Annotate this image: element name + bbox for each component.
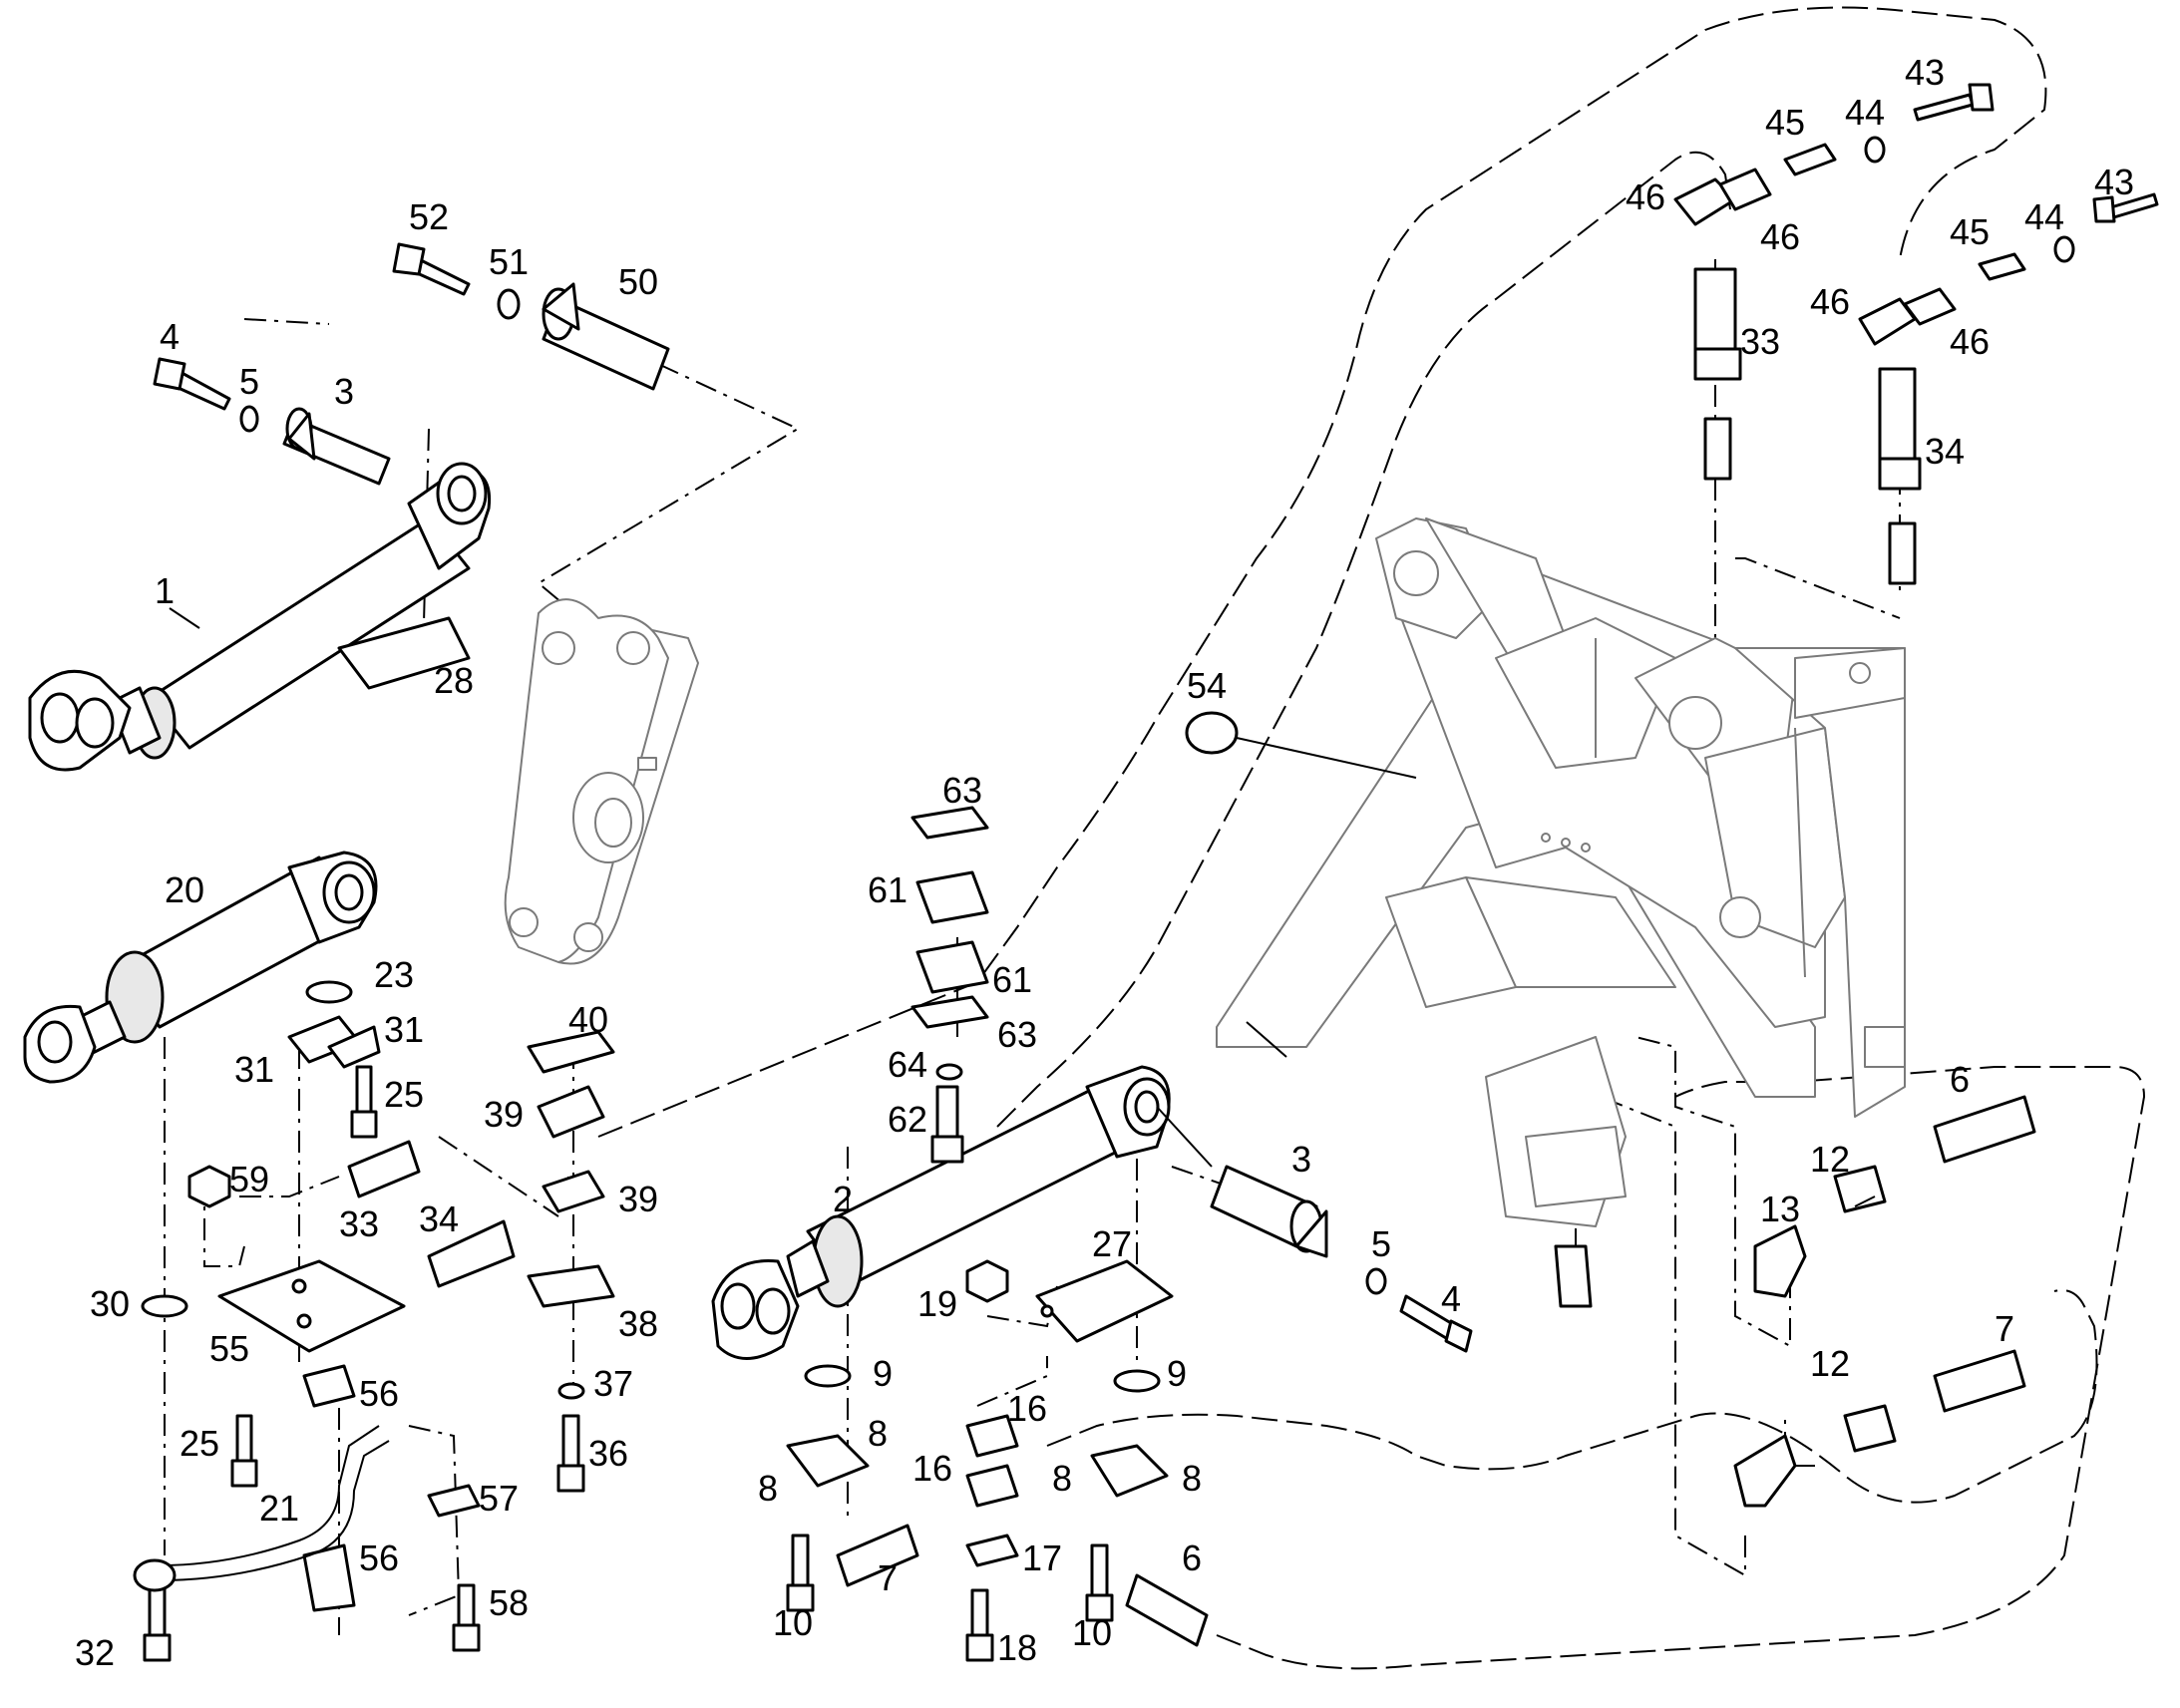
callout-4: 4 bbox=[1441, 1278, 1461, 1319]
hydraulic-cylinder-20 bbox=[23, 851, 378, 1084]
callout-36: 36 bbox=[588, 1433, 628, 1474]
callout-40: 40 bbox=[568, 999, 608, 1040]
callout-25: 25 bbox=[180, 1423, 219, 1464]
callout-17: 17 bbox=[1022, 1537, 1062, 1578]
callout-39: 39 bbox=[618, 1179, 658, 1219]
callout-23: 23 bbox=[374, 954, 414, 995]
callout-38: 38 bbox=[618, 1303, 658, 1344]
hydraulic-cylinder-1 bbox=[28, 462, 492, 772]
callout-43: 43 bbox=[2094, 162, 2134, 202]
callout-52: 52 bbox=[409, 196, 449, 237]
callout-16: 16 bbox=[1007, 1388, 1047, 1429]
callout-9: 9 bbox=[873, 1353, 893, 1394]
callout-63: 63 bbox=[997, 1014, 1037, 1055]
callout-50: 50 bbox=[618, 261, 658, 302]
callout-21: 21 bbox=[259, 1488, 299, 1529]
lift-arm-link bbox=[504, 598, 699, 965]
leader-lines bbox=[169, 607, 1876, 1207]
callout-9: 9 bbox=[1167, 1353, 1187, 1394]
callout-7: 7 bbox=[1995, 1308, 2014, 1349]
callout-10: 10 bbox=[773, 1602, 813, 1643]
callout-46: 46 bbox=[1810, 281, 1850, 322]
callout-44: 44 bbox=[2024, 196, 2064, 237]
callout-5: 5 bbox=[239, 361, 259, 402]
callout-4: 4 bbox=[160, 316, 180, 357]
callout-64: 64 bbox=[888, 1044, 927, 1085]
callout-62: 62 bbox=[888, 1099, 927, 1140]
callout-6: 6 bbox=[1950, 1059, 1970, 1100]
callout-12: 12 bbox=[1810, 1343, 1850, 1384]
callout-10: 10 bbox=[1072, 1612, 1112, 1653]
callout-45: 45 bbox=[1765, 102, 1805, 143]
callout-3: 3 bbox=[334, 371, 354, 412]
callout-1: 1 bbox=[155, 570, 175, 611]
callout-37: 37 bbox=[593, 1363, 633, 1404]
callout-46: 46 bbox=[1760, 216, 1800, 257]
callout-63: 63 bbox=[942, 770, 982, 811]
callout-28: 28 bbox=[434, 660, 474, 701]
brackets-and-plates bbox=[217, 143, 2026, 1612]
callout-3: 3 bbox=[1291, 1139, 1311, 1180]
callout-55: 55 bbox=[209, 1328, 249, 1369]
callout-46: 46 bbox=[1950, 321, 1990, 362]
callout-8: 8 bbox=[868, 1413, 888, 1454]
callout-6: 6 bbox=[1182, 1537, 1202, 1578]
callout-13: 13 bbox=[1760, 1189, 1800, 1229]
callout-39: 39 bbox=[484, 1094, 524, 1135]
callout-51: 51 bbox=[489, 241, 529, 282]
callout-19: 19 bbox=[917, 1283, 957, 1324]
loader-frame bbox=[1216, 517, 1906, 1227]
callout-44: 44 bbox=[1845, 92, 1885, 133]
callout-27: 27 bbox=[1092, 1223, 1132, 1264]
callout-33: 33 bbox=[1740, 321, 1780, 362]
callout-labels: 1 2 3 3 4 4 5 5 6 6 7 7 8 8 8 8 9 9 10 1… bbox=[75, 52, 2134, 1673]
callout-31: 31 bbox=[384, 1009, 424, 1050]
callout-43: 43 bbox=[1905, 52, 1945, 93]
callout-5: 5 bbox=[1371, 1223, 1391, 1264]
callout-58: 58 bbox=[489, 1582, 529, 1623]
callout-18: 18 bbox=[997, 1627, 1037, 1668]
hoses-and-fittings bbox=[133, 267, 2036, 1647]
callout-8: 8 bbox=[758, 1468, 778, 1509]
pins-and-bolts bbox=[143, 83, 2159, 1662]
callout-54: 54 bbox=[1187, 665, 1227, 706]
callout-31: 31 bbox=[234, 1049, 274, 1090]
callout-33: 33 bbox=[339, 1203, 379, 1244]
callout-34: 34 bbox=[1925, 431, 1965, 472]
callout-56: 56 bbox=[359, 1373, 399, 1414]
callout-8: 8 bbox=[1182, 1458, 1202, 1499]
callout-30: 30 bbox=[90, 1283, 130, 1324]
callout-45: 45 bbox=[1950, 211, 1990, 252]
callout-20: 20 bbox=[165, 869, 204, 910]
callout-56: 56 bbox=[359, 1537, 399, 1578]
callout-8: 8 bbox=[1052, 1458, 1072, 1499]
callout-25: 25 bbox=[384, 1074, 424, 1115]
callout-2: 2 bbox=[833, 1179, 853, 1219]
callout-12: 12 bbox=[1810, 1139, 1850, 1180]
callout-7: 7 bbox=[878, 1557, 898, 1598]
callout-34: 34 bbox=[419, 1198, 459, 1239]
callout-46: 46 bbox=[1626, 176, 1665, 217]
callout-61: 61 bbox=[868, 869, 908, 910]
callout-16: 16 bbox=[912, 1448, 952, 1489]
callout-57: 57 bbox=[479, 1478, 519, 1519]
callout-59: 59 bbox=[229, 1159, 269, 1199]
callout-61: 61 bbox=[992, 959, 1032, 1000]
callout-32: 32 bbox=[75, 1632, 115, 1673]
hydraulic-cylinder-2 bbox=[711, 1065, 1171, 1360]
